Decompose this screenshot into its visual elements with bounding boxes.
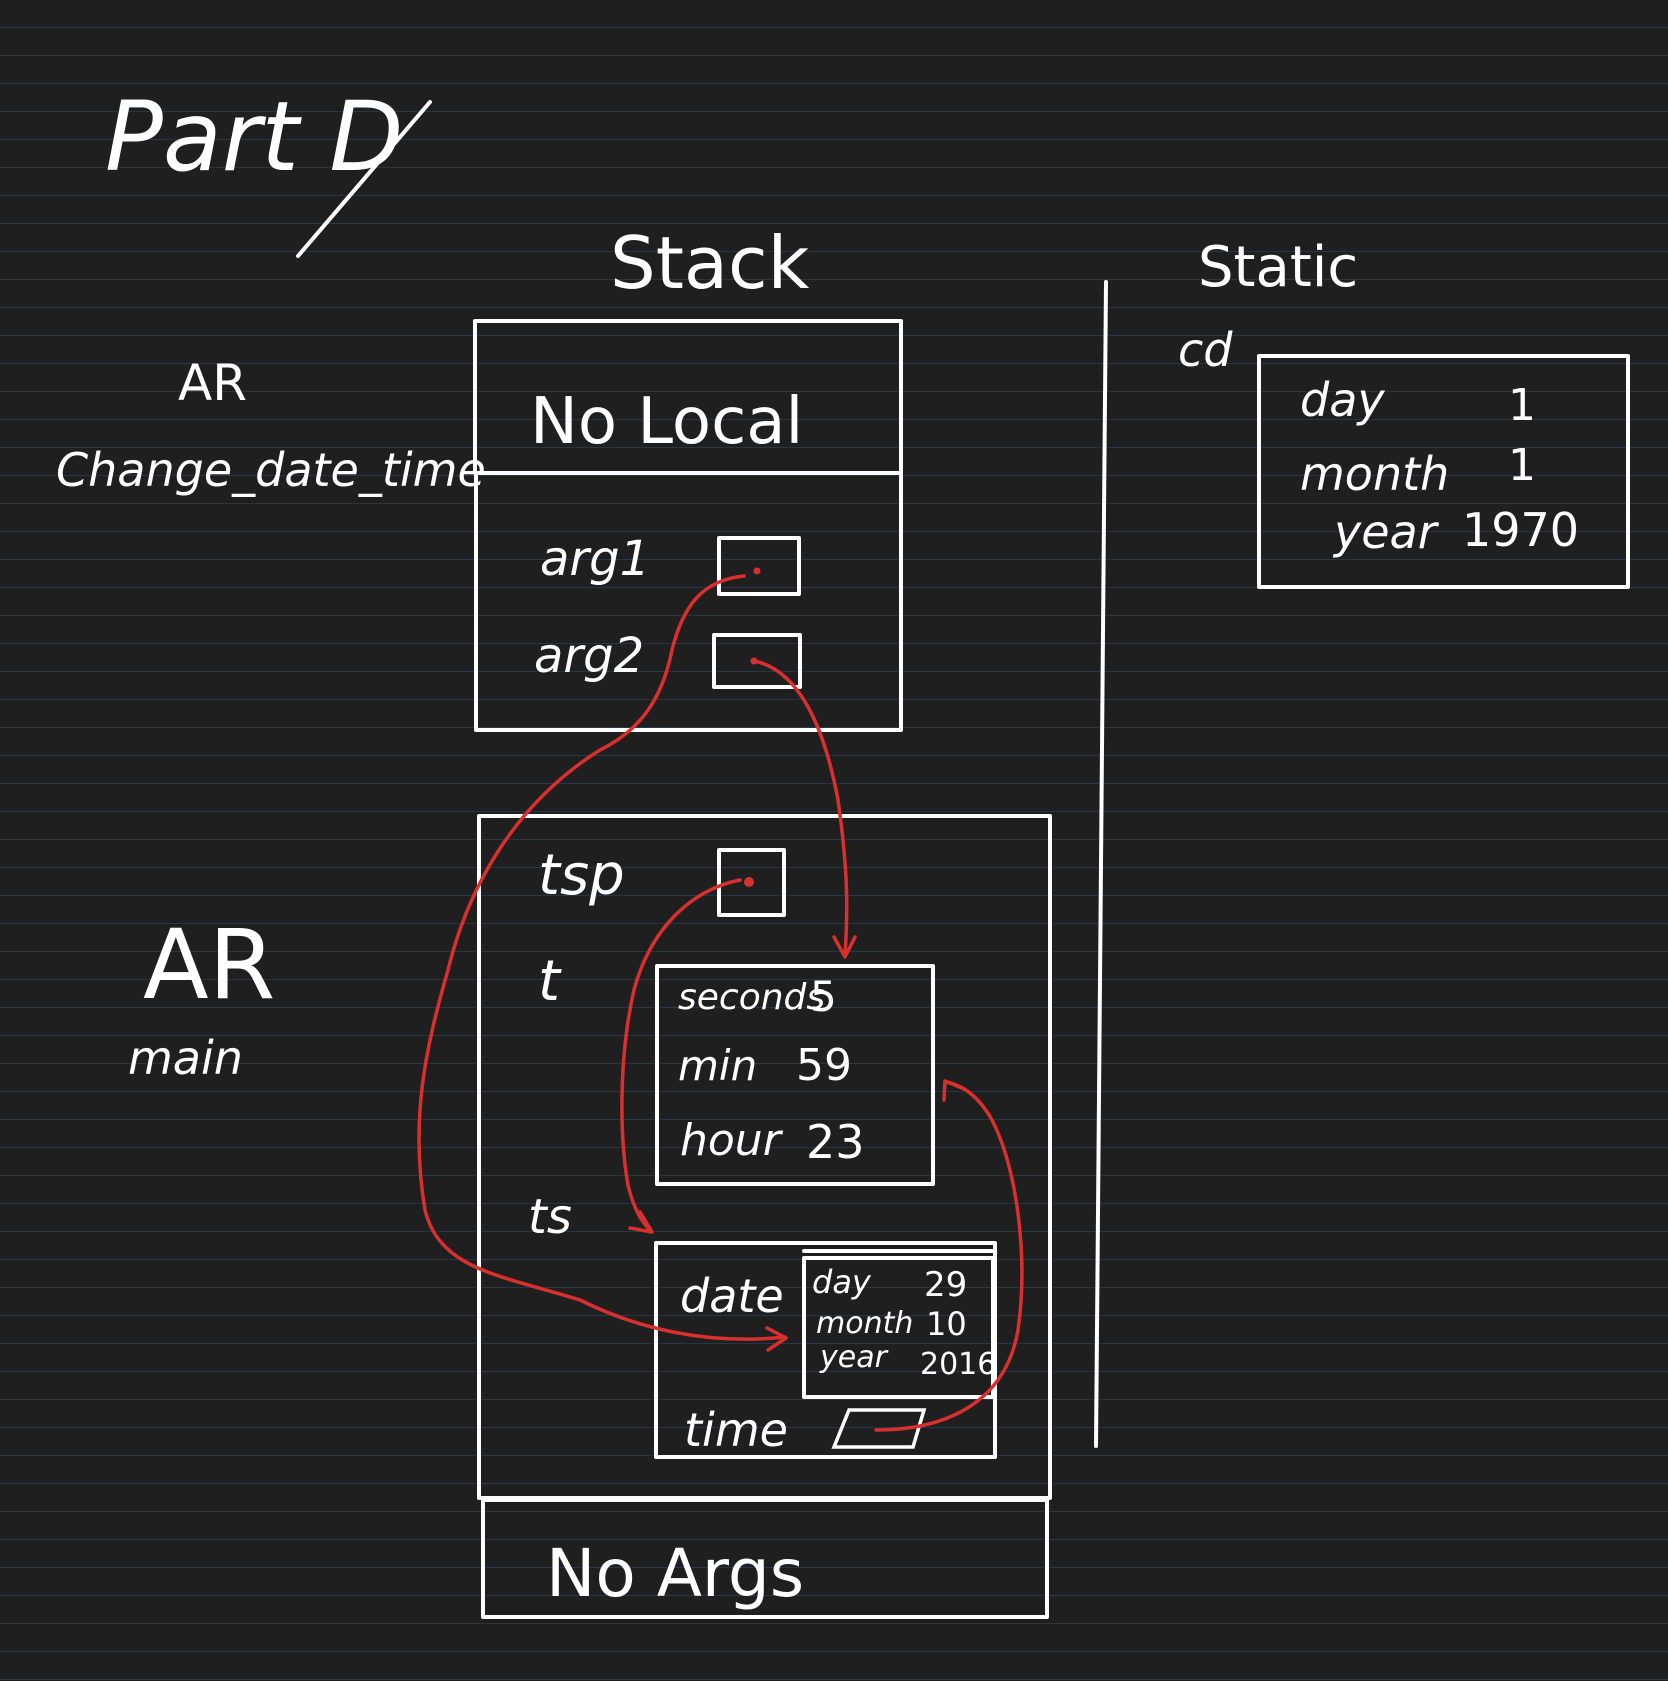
t-seconds-label: seconds [678,977,825,1018]
change-date-time-locals: No Local [530,385,803,459]
ts-date-label: date [680,1269,784,1323]
t-label: t [538,949,562,1014]
static-heading: Static [1198,235,1358,300]
title-slash-icon [296,100,432,258]
ts-label: ts [528,1189,572,1245]
ts-year-label: year [819,1340,889,1375]
t-hour-label: hour [680,1115,784,1166]
arg1-to-ts-date-arrow [417,574,787,1341]
arg2-arrowhead-icon [832,935,857,959]
arg1-label: arg1 [540,531,650,587]
static-var-name: cd [1178,323,1233,377]
ts-month-label: month [816,1306,913,1341]
t-struct-box [655,964,935,1186]
main-args-label: No Args [546,1535,804,1612]
ts-time-arrowhead-icon [942,1079,964,1102]
ts-time-to-t-arrow [874,1080,1024,1432]
t-min-value: 59 [796,1040,852,1091]
ts-year-value: 2016 [920,1347,996,1382]
main-args-box [481,1498,1049,1619]
change-date-time-args-box [474,471,903,732]
tsp-arrowhead-icon [628,1210,654,1234]
page-title: Part D [105,81,403,193]
arg1-pointer-dot [753,567,761,575]
tsp-label: tsp [538,843,625,908]
arg2-pointer-cell [712,633,802,689]
arg2-to-t-arrow [752,659,849,957]
tsp-pointer-cell [717,848,786,917]
ts-time-pointer-cell [831,1408,927,1449]
tsp-to-ts-arrow [620,878,742,1232]
arg1-arrowhead-icon [765,1326,788,1352]
cd-month-value: 1 [1508,440,1536,491]
t-min-label: min [678,1041,757,1090]
main-ar-label: AR [143,909,275,1021]
ts-date-struct-box [802,1256,995,1399]
ts-month-value: 10 [926,1305,967,1343]
stack-static-divider [1094,280,1108,1448]
ts-time-label: time [684,1403,788,1457]
cd-day-label: day [1300,373,1385,427]
cd-year-label: year [1332,505,1440,559]
change-date-time-name: Change_date_time [56,443,486,497]
arg1-pointer-cell [717,536,801,596]
cd-day-value: 1 [1508,380,1536,431]
main-name: main [128,1031,243,1085]
stack-heading: Stack [610,221,810,305]
cd-month-label: month [1300,447,1449,501]
ts-day-label: day [812,1263,872,1301]
t-seconds-value: 5 [810,972,837,1021]
arg2-label: arg2 [534,628,644,684]
t-hour-value: 23 [806,1115,865,1169]
ts-day-value: 29 [924,1265,967,1305]
cd-year-value: 1970 [1462,503,1579,557]
tsp-pointer-dot [744,877,754,887]
static-cd-box [1257,354,1630,589]
change-date-time-ar-label: AR [178,354,247,412]
